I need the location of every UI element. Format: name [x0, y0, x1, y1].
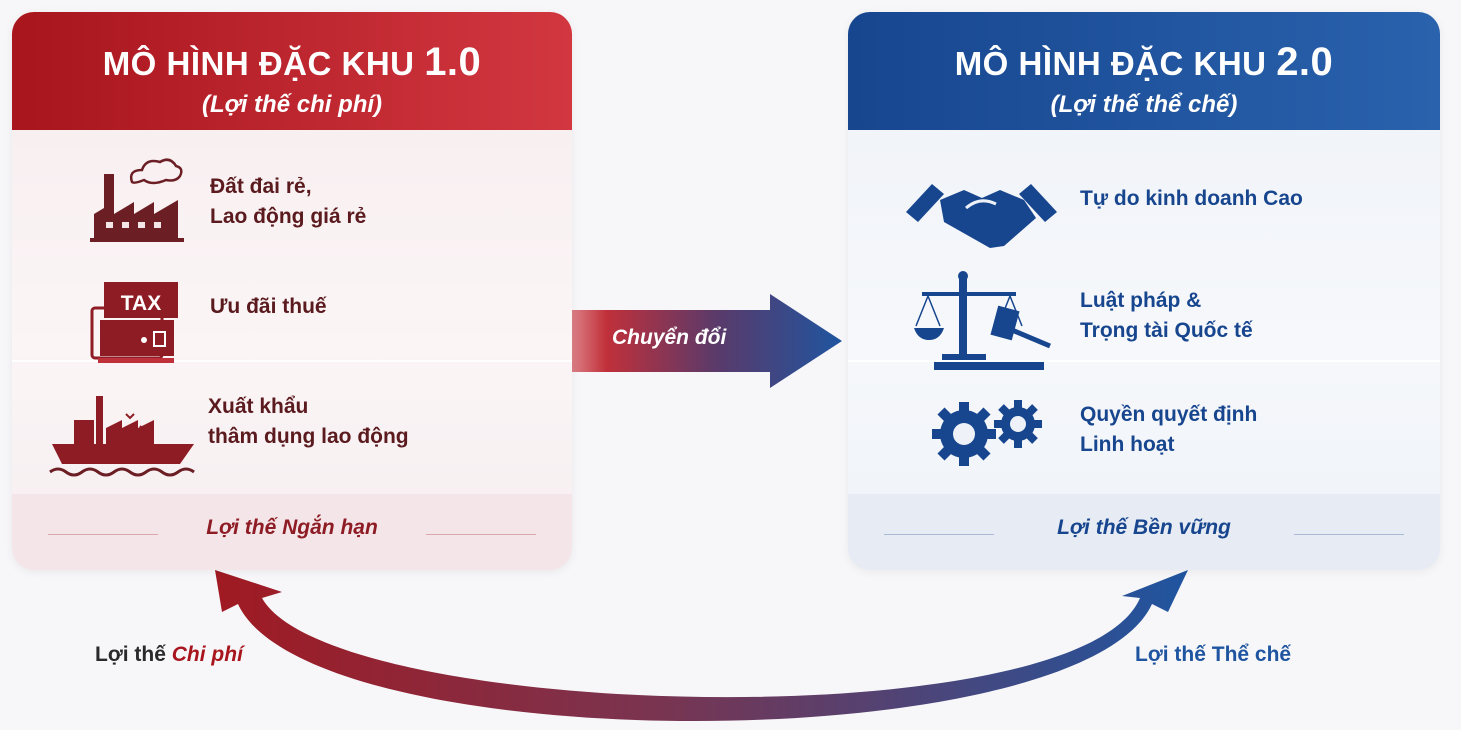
list-item: Đất đai rẻ, Lao động giá rẻ [210, 172, 366, 232]
model-1-card: MÔ HÌNH ĐẶC KHU 1.0 (Lợi thế chi phí) Đấ… [12, 12, 572, 570]
footer-label: Lợi thế Bền vững [1057, 516, 1231, 539]
divider [12, 360, 572, 362]
model-1-title: MÔ HÌNH ĐẶC KHU 1.0 [12, 12, 572, 85]
transition-label: Chuyển đổi [612, 326, 727, 349]
cycle-arrow [215, 570, 1188, 721]
item-line: Trọng tài Quốc tế [1080, 319, 1253, 342]
factory-icon [90, 158, 184, 242]
divider [1294, 534, 1404, 535]
model-1-header: MÔ HÌNH ĐẶC KHU 1.0 (Lợi thế chi phí) [12, 12, 572, 130]
footer-label: Lợi thế Ngắn hạn [206, 516, 378, 539]
item-line: Tự do kinh doanh Cao [1080, 187, 1303, 210]
tax-badge-text: TAX [121, 292, 161, 315]
gears-icon [932, 400, 1042, 466]
version-number: 1.0 [424, 40, 482, 84]
label-prefix: Lợi thế [95, 643, 172, 666]
tax-icon: TAX [90, 282, 178, 363]
divider [48, 534, 158, 535]
model-1-subtitle: (Lợi thế chi phí) [201, 91, 383, 118]
model-2-title: MÔ HÌNH ĐẶC KHU 2.0 [848, 12, 1440, 85]
divider [884, 534, 994, 535]
model-2-subtitle: (Lợi thế thể chế) [1050, 91, 1238, 118]
institutional-advantage-label: Lợi thế Thể chế [1135, 643, 1292, 666]
list-item: Ưu đãi thuế [210, 292, 327, 322]
item-line: Lao động giá rẻ [210, 205, 367, 228]
item-line: Xuất khẩu [208, 395, 309, 418]
model-2-card: MÔ HÌNH ĐẶC KHU 2.0 (Lợi thế thể chế) Tự… [848, 12, 1440, 570]
item-line: thâm dụng lao động [208, 425, 409, 448]
divider [426, 534, 536, 535]
divider [848, 360, 1440, 362]
cost-advantage-label: Lợi thế Chi phí [95, 643, 243, 667]
model-1-footer: Lợi thế Ngắn hạn [12, 494, 572, 570]
label-emphasis: Chi phí [171, 643, 243, 666]
version-number: 2.0 [1276, 40, 1334, 84]
title-text: MÔ HÌNH ĐẶC KHU [102, 45, 415, 82]
title-text: MÔ HÌNH ĐẶC KHU [954, 45, 1267, 82]
scales-gavel-icon [914, 271, 1051, 370]
model-2-header: MÔ HÌNH ĐẶC KHU 2.0 (Lợi thế thể chế) [848, 12, 1440, 130]
list-item: Luật pháp & Trọng tài Quốc tế [1080, 286, 1253, 346]
list-item: Tự do kinh doanh Cao [1080, 184, 1303, 214]
model-2-footer: Lợi thế Bền vững [848, 494, 1440, 570]
item-line: Linh hoạt [1080, 433, 1175, 456]
list-item: Xuất khẩu thâm dụng lao động [208, 392, 409, 452]
item-line: Quyền quyết định [1080, 403, 1258, 426]
item-line: Ưu đãi thuế [210, 295, 327, 318]
transition-arrow [528, 294, 842, 388]
item-line: Luật pháp & [1080, 289, 1202, 312]
cargo-ship-icon [49, 396, 195, 477]
item-line: Đất đai rẻ, [210, 175, 312, 198]
handshake-icon [906, 184, 1057, 248]
